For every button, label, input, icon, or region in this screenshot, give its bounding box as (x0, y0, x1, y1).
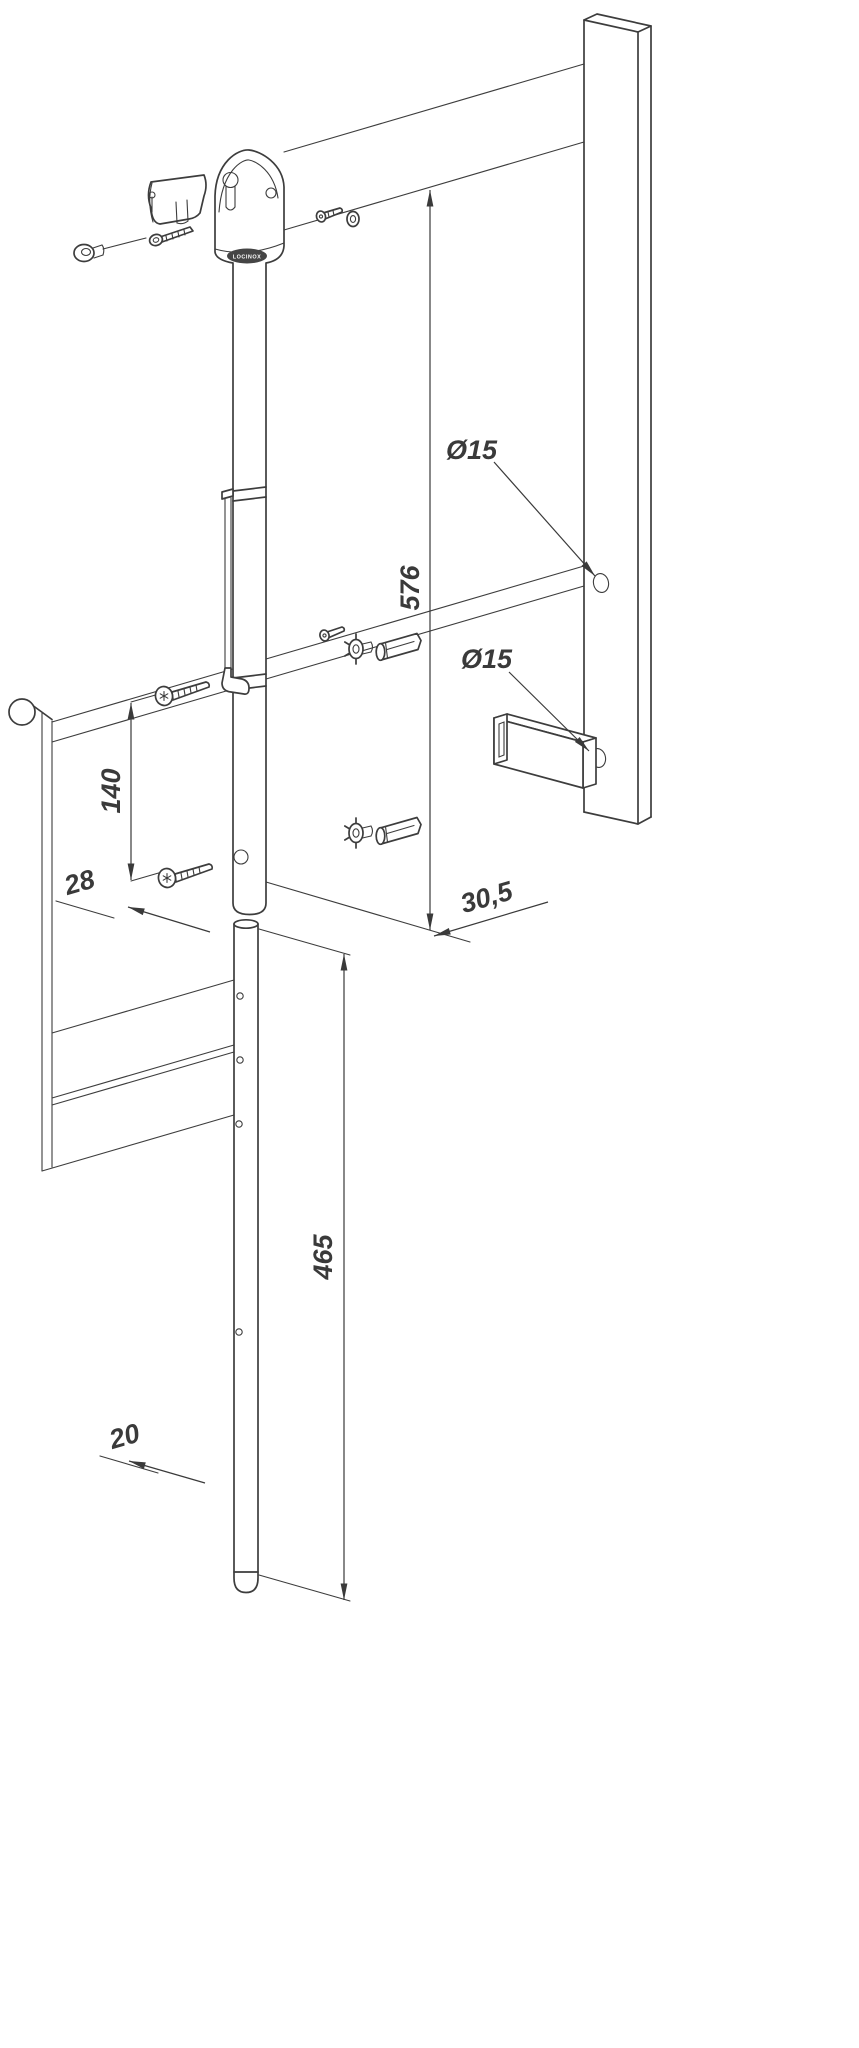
tube-hole (235, 1120, 243, 1128)
keeper-block (493, 713, 597, 789)
brand-badge (227, 248, 267, 264)
brand-badge-label: LOCINOX (233, 255, 262, 261)
dim-arrow-30-5 (433, 901, 549, 937)
leader-dia15-top (493, 461, 596, 577)
torx-screw-upper (154, 681, 211, 707)
cap-nut (346, 210, 360, 228)
dim-arrow-28 (127, 906, 211, 933)
dim-label-465: 465 (308, 1233, 338, 1280)
post-hole-top (592, 573, 610, 593)
tube-hole (236, 992, 244, 1000)
keyhole-slot (222, 171, 239, 211)
head-screw (315, 207, 344, 223)
gate-post (583, 13, 652, 825)
dim-label-dia15-bottom: Ø15 (461, 644, 513, 674)
cylinder-fixing-screw (148, 226, 194, 247)
slide-handle-rail (221, 488, 250, 695)
bolt-hole (233, 849, 249, 865)
guide-screw (319, 626, 346, 642)
drop-bolt: LOCINOX (214, 149, 285, 916)
dim-label-576: 576 (395, 564, 425, 610)
dimensions: 576 140 465 28 30,5 20 Ø15 Ø15 (60, 190, 596, 1600)
ground-tube (233, 918, 259, 1594)
euro-cylinder (147, 174, 207, 225)
wall-plug-upper (343, 632, 422, 665)
leader-dia15-bottom (508, 671, 590, 752)
frame-rails (8, 63, 585, 1172)
tube-hole (235, 1328, 243, 1336)
ball-end (8, 698, 36, 726)
head-screw-hole (265, 187, 277, 199)
dim-label-140: 140 (96, 768, 126, 813)
end-cap (73, 243, 105, 263)
dim-label-dia15-top: Ø15 (446, 435, 498, 465)
tube-hole (236, 1056, 244, 1064)
dim-arrow-20 (128, 1460, 206, 1484)
